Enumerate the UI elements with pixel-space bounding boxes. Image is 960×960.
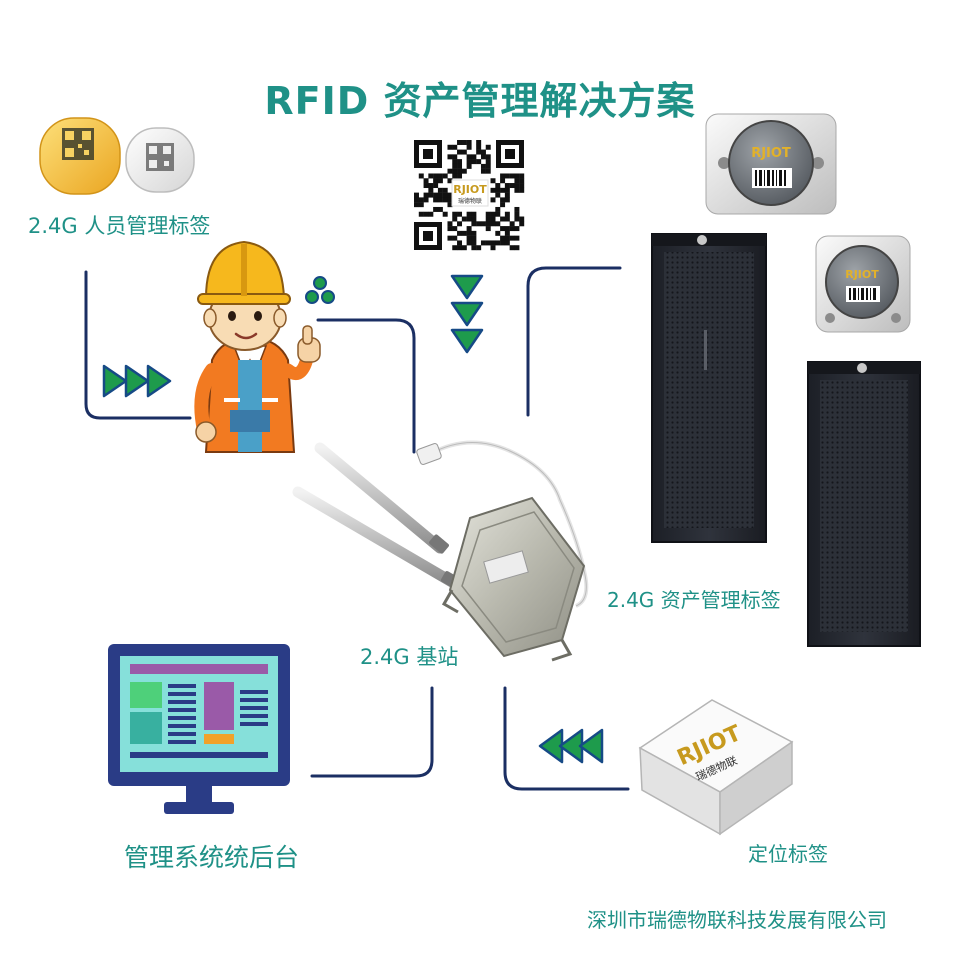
location-tag-box: RJIOT 瑞德物联: [638, 699, 794, 836]
triangle-arrow-icon: [102, 364, 128, 398]
arrow-right-group: [102, 364, 172, 398]
base-station-label: 2.4G 基站: [360, 645, 459, 669]
monitor-illustration: [108, 644, 290, 814]
personnel-tag-label: 2.4G 人员管理标签: [28, 214, 211, 238]
asset-tag-large: RJIOT: [705, 113, 837, 215]
server-rack-back: [651, 233, 767, 543]
arrow-down-group: [450, 274, 484, 354]
line-location: [503, 686, 630, 791]
line-worker: [316, 318, 416, 454]
asset-tag-logo: RJIOT: [845, 268, 879, 281]
triangle-arrow-icon: [450, 274, 484, 300]
asset-tag-label: 2.4G 资产管理标签: [607, 588, 781, 612]
qr-logo-subtitle: 瑞德物联: [458, 197, 482, 205]
qr-code-icon: RJIOT 瑞德物联: [412, 138, 526, 252]
triangle-arrow-icon: [450, 328, 484, 354]
triangle-arrow-icon: [538, 728, 564, 764]
line-personnel: [84, 270, 192, 420]
yellow-personnel-tag: [39, 117, 121, 195]
triangle-arrow-icon: [450, 301, 484, 327]
connector-lines: [84, 266, 630, 791]
backend-label: 管理系统统后台: [124, 843, 300, 872]
triangle-arrow-icon: [558, 728, 584, 764]
triangle-arrow-icon: [146, 364, 172, 398]
asset-tag-small: RJIOT: [815, 235, 911, 333]
line-asset: [526, 266, 622, 417]
triangle-arrow-icon: [578, 728, 604, 764]
base-station: [292, 440, 589, 662]
asset-tag-logo: RJIOT: [751, 146, 791, 161]
qr-logo-text: RJIOT: [453, 183, 487, 196]
worker-illustration: [194, 240, 321, 453]
arrow-left-group: [538, 728, 604, 764]
trefoil-signal-icon: [305, 276, 335, 304]
triangle-arrow-icon: [124, 364, 150, 398]
server-rack-front: [807, 361, 921, 647]
white-personnel-tag: [125, 127, 195, 193]
company-name: 深圳市瑞德物联科技发展有限公司: [587, 908, 887, 932]
line-backend: [310, 686, 434, 778]
page-title: RFID 资产管理解决方案: [264, 79, 696, 123]
location-tag-label: 定位标签: [748, 842, 828, 866]
